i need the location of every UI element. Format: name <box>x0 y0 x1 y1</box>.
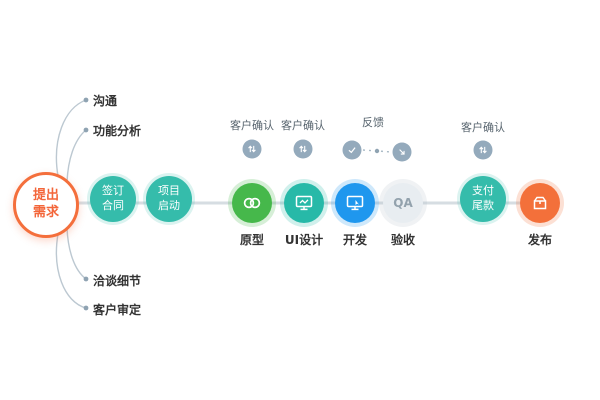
step-development-label: 开发 <box>342 233 368 247</box>
step-qa-circle: QA <box>383 183 423 223</box>
start-node-requirements: 提出需求 <box>13 172 79 238</box>
stage-final-payment: 支付尾款 <box>460 176 506 222</box>
stage-sign-contract-label: 签订合同 <box>102 184 124 212</box>
annotation-feedback: 反馈 <box>362 116 384 129</box>
stage-project-kickoff: 项目启动 <box>146 176 192 222</box>
package-icon <box>531 194 549 212</box>
stage-final-payment-label: 支付尾款 <box>472 184 494 212</box>
swap-arrows-icon <box>293 139 313 159</box>
branch-label-functional-analysis: 功能分析 <box>93 124 142 138</box>
step-prototype-label: 原型 <box>239 233 265 247</box>
branch-connectors <box>55 97 89 311</box>
step-release-label: 发布 <box>527 233 553 247</box>
start-node-label: 提出需求 <box>32 188 59 220</box>
design-monitor-icon <box>294 194 314 212</box>
qa-badge-text: QA <box>393 196 413 210</box>
branch-label-communication: 沟通 <box>93 94 118 108</box>
step-development-circle <box>335 183 375 223</box>
export-arrow-icon <box>392 142 412 162</box>
link-icon <box>242 195 262 211</box>
check-icon <box>342 140 362 160</box>
step-qa-label: 验收 <box>390 233 416 247</box>
stage-sign-contract: 签订合同 <box>90 176 136 222</box>
branch-label-discuss-details: 洽谈细节 <box>93 274 142 288</box>
branch-label-client-approval: 客户审定 <box>93 303 142 317</box>
step-ui-design-label: UI设计 <box>284 233 324 247</box>
annotation-client-confirm-3: 客户确认 <box>461 121 505 134</box>
dev-monitor-icon <box>345 194 365 212</box>
swap-arrows-icon <box>473 140 493 160</box>
step-ui-design-circle <box>284 183 324 223</box>
feedback-dotted-line <box>362 148 393 154</box>
stage-project-kickoff-label: 项目启动 <box>158 184 180 212</box>
step-prototype-circle <box>232 183 272 223</box>
annotation-client-confirm-1: 客户确认 <box>230 119 274 132</box>
annotation-client-confirm-2: 客户确认 <box>281 119 325 132</box>
swap-arrows-icon <box>242 139 262 159</box>
step-release-circle <box>520 183 560 223</box>
